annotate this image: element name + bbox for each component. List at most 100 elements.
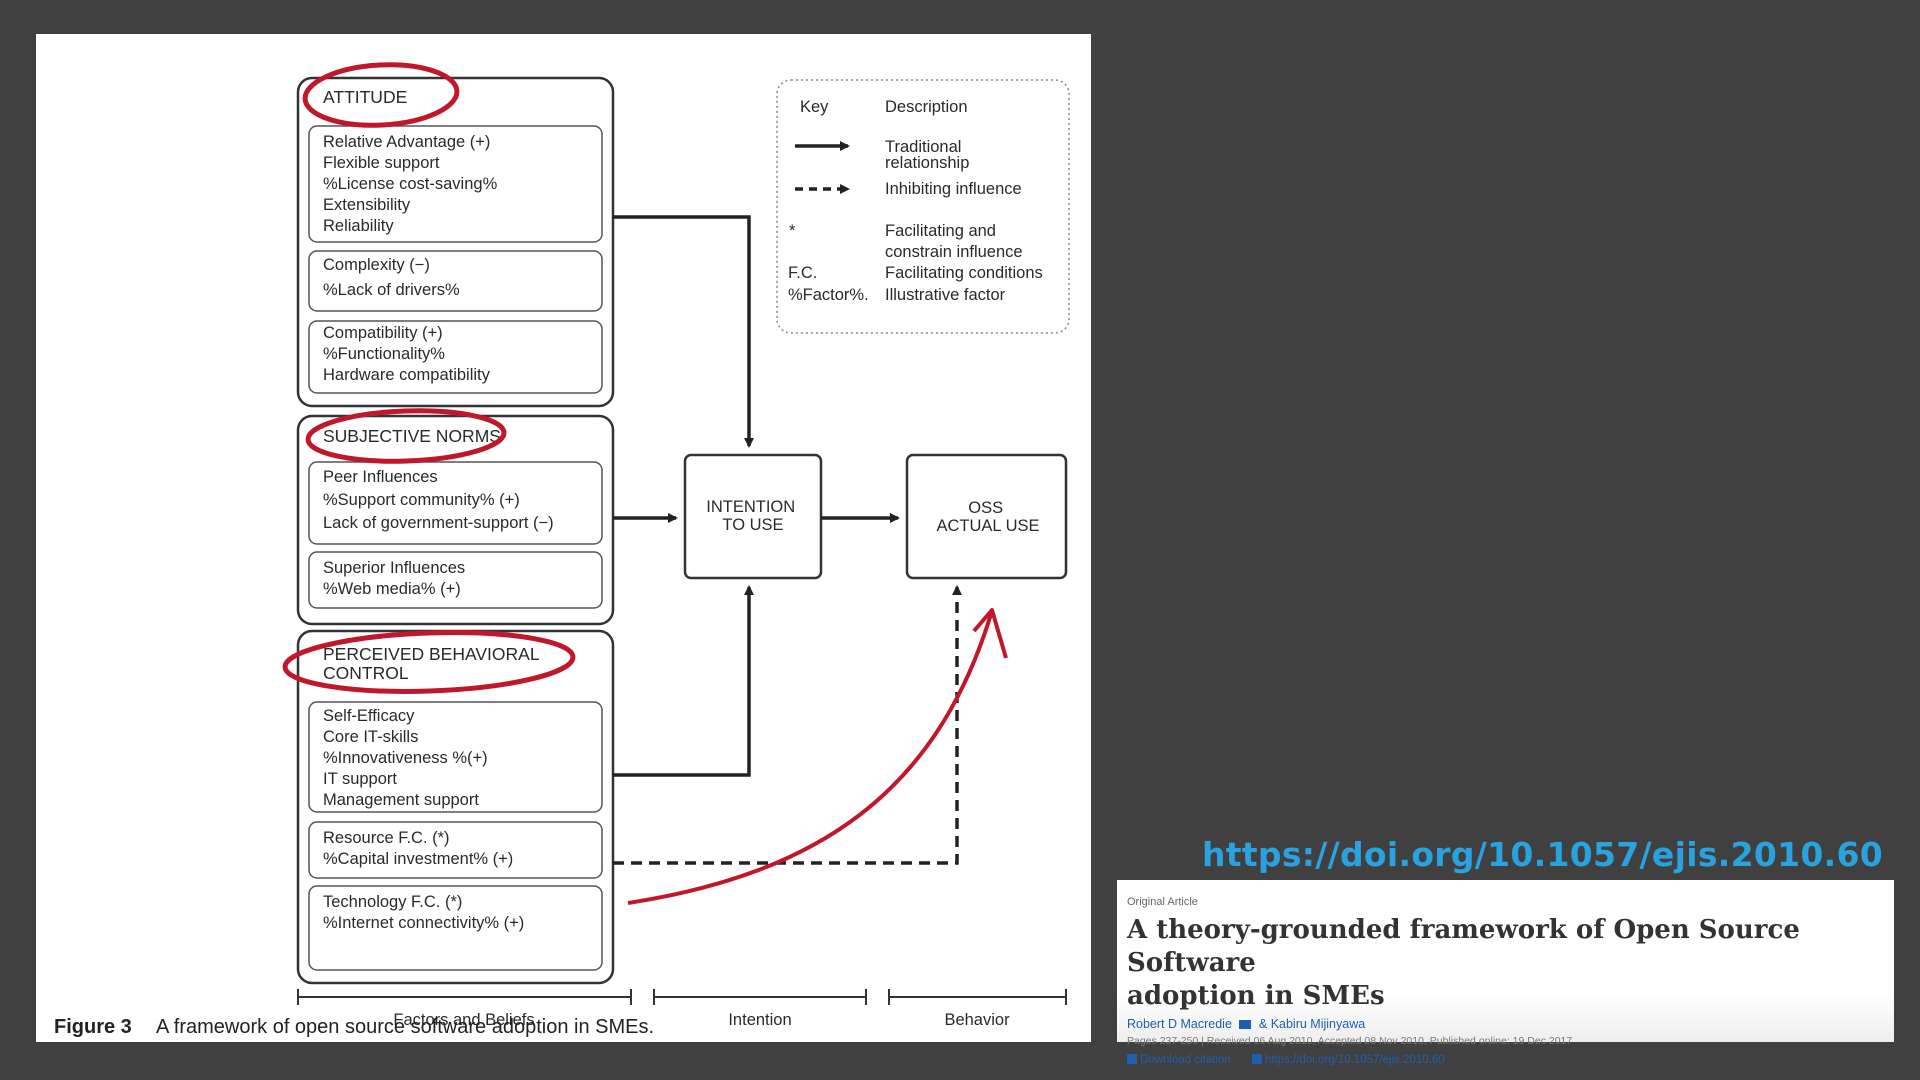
norms-item: %Support community% (+) bbox=[323, 491, 520, 509]
key-factor-symbol: %Factor%. bbox=[788, 286, 869, 304]
attitude-group-2-text: Complexity (−) %Lack of drivers% bbox=[323, 256, 460, 299]
article-meta: Pages 237-250 | Received 06 Aug 2010, Ac… bbox=[1127, 1035, 1573, 1047]
norms-item: Superior Influences bbox=[323, 559, 465, 577]
attitude-item: %License cost-saving% bbox=[323, 175, 498, 193]
red-curve-arrow bbox=[627, 613, 993, 905]
pbc-group-1-text: Self-Efficacy Core IT-skills %Innovative… bbox=[323, 707, 492, 809]
key-star-line: constrain influence bbox=[885, 243, 1023, 261]
pbc-highlight bbox=[282, 630, 576, 694]
pbc-group-2-text: Resource F.C. (*) %Capital investment% (… bbox=[323, 829, 513, 868]
pbc-arrow bbox=[613, 585, 754, 777]
article-type: Original Article bbox=[1127, 896, 1198, 908]
axis-behavior-bracket bbox=[888, 989, 1067, 1005]
article-title: A theory-grounded framework of Open Sour… bbox=[1127, 914, 1884, 1013]
pbc-title-line: PERCEIVED BEHAVIORAL bbox=[323, 644, 540, 664]
norms-group-2-text: Superior Influences %Web media% (+) bbox=[323, 559, 470, 598]
key-inhibiting-text: Inhibiting influence bbox=[885, 180, 1022, 198]
pbc-item: %Capital investment% (+) bbox=[323, 850, 513, 868]
norms-item: Peer Influences bbox=[323, 468, 438, 486]
mail-icon[interactable] bbox=[1239, 1020, 1252, 1029]
download-citation-link[interactable]: Download citation bbox=[1127, 1054, 1231, 1066]
key-factor-text: Illustrative factor bbox=[885, 286, 1006, 304]
key-traditional-line: Traditional bbox=[885, 138, 961, 156]
norms-item: %Web media% (+) bbox=[323, 580, 461, 598]
article-doi-label: https://doi.org/10.1057/ejis.2010.60 bbox=[1264, 1054, 1445, 1066]
attitude-item: %Functionality% bbox=[323, 345, 445, 363]
intention-label: INTENTION TO USE bbox=[706, 498, 800, 534]
norms-box bbox=[296, 414, 615, 626]
pbc-item: Self-Efficacy bbox=[323, 707, 415, 725]
key-traditional-text: Traditional relationship bbox=[885, 138, 969, 172]
axis-factors-label: Factors and Beliefs bbox=[393, 1011, 534, 1029]
norms-group-1 bbox=[308, 461, 603, 545]
key-fc-text: Facilitating conditions bbox=[885, 264, 1043, 282]
actual-use-label: OSS ACTUAL USE bbox=[937, 499, 1040, 535]
attitude-group-1 bbox=[308, 125, 603, 243]
article-card: Original Article A theory-grounded frame… bbox=[1117, 880, 1894, 1066]
key-traditional-line: relationship bbox=[885, 154, 969, 172]
doi-link[interactable]: https://doi.org/10.1057/ejis.2010.60 bbox=[1201, 835, 1883, 874]
key-star-symbol: * bbox=[789, 222, 796, 240]
quote-icon bbox=[1127, 1054, 1137, 1064]
author-separator: & bbox=[1258, 1017, 1271, 1031]
attitude-item: Complexity (−) bbox=[323, 256, 430, 274]
article-title-line: adoption in SMEs bbox=[1127, 981, 1385, 1011]
norms-group-1-text: Peer Influences %Support community% (+) … bbox=[323, 468, 554, 532]
actual-use-label-line: OSS bbox=[968, 499, 1003, 517]
actual-use-box bbox=[905, 453, 1068, 580]
attitude-item: %Lack of drivers% bbox=[323, 281, 460, 299]
figure-panel: ATTITUDE Relative Advantage (+) Flexible… bbox=[36, 34, 1091, 1042]
axis-factors-bracket bbox=[297, 989, 632, 1005]
article-doi-link[interactable]: https://doi.org/10.1057/ejis.2010.60 bbox=[1251, 1054, 1445, 1066]
norms-highlight bbox=[305, 408, 507, 464]
author-link[interactable]: Kabiru Mijinyawa bbox=[1270, 1017, 1366, 1031]
pbc-item: Management support bbox=[323, 791, 479, 809]
key-col-label: Key bbox=[800, 98, 829, 116]
pbc-item: Technology F.C. (*) bbox=[323, 893, 462, 911]
attitude-group-3-text: Compatibility (+) %Functionality% Hardwa… bbox=[323, 324, 491, 384]
attitude-group-2 bbox=[308, 250, 603, 312]
pbc-group-1 bbox=[308, 701, 603, 813]
key-fc-symbol: F.C. bbox=[788, 264, 817, 282]
red-arrow-tip bbox=[972, 608, 1008, 659]
pbc-item: %Internet connectivity% (+) bbox=[323, 914, 524, 932]
attitude-item: Relative Advantage (+) bbox=[323, 133, 490, 151]
norms-item: Lack of government-support (−) bbox=[323, 514, 554, 532]
article-title-line: A theory-grounded framework of Open Sour… bbox=[1127, 915, 1800, 978]
pbc-group-3 bbox=[308, 885, 603, 971]
axis-intention-bracket bbox=[653, 989, 867, 1005]
figure-caption-label: Figure 3 bbox=[54, 1016, 132, 1038]
actual-use-label-line: ACTUAL USE bbox=[937, 517, 1040, 535]
intention-label-line: TO USE bbox=[722, 516, 783, 534]
attitude-item: Extensibility bbox=[323, 196, 411, 214]
attitude-title: ATTITUDE bbox=[323, 87, 407, 107]
attitude-box bbox=[296, 76, 615, 408]
figure-caption-text: A framework of open source software adop… bbox=[156, 1016, 654, 1038]
pbc-item: Resource F.C. (*) bbox=[323, 829, 450, 847]
attitude-item: Compatibility (+) bbox=[323, 324, 443, 342]
author-link[interactable]: Robert D Macredie bbox=[1127, 1017, 1232, 1031]
norms-group-2 bbox=[308, 551, 603, 609]
attitude-group-3 bbox=[308, 320, 603, 394]
pbc-group-3-text: Technology F.C. (*) %Internet connectivi… bbox=[323, 893, 524, 932]
pbc-item: Core IT-skills bbox=[323, 728, 418, 746]
attitude-group-1-text: Relative Advantage (+) Flexible support … bbox=[323, 133, 502, 235]
article-links: Download citation https://doi.org/10.105… bbox=[1127, 1054, 1884, 1066]
authors: Robert D Macredie & Kabiru Mijinyawa bbox=[1127, 1017, 1884, 1031]
external-link-icon bbox=[1251, 1054, 1262, 1064]
attitude-highlight bbox=[302, 62, 460, 128]
axis-intention-label: Intention bbox=[728, 1011, 791, 1029]
pbc-title: PERCEIVED BEHAVIORAL CONTROL bbox=[323, 644, 544, 683]
attitude-item: Hardware compatibility bbox=[323, 366, 491, 384]
intention-label-line: INTENTION bbox=[706, 498, 795, 516]
inhibiting-arrow bbox=[613, 585, 962, 865]
key-star-text: Facilitating and constrain influence bbox=[885, 222, 1023, 261]
pbc-group-2 bbox=[308, 821, 603, 879]
pbc-item: IT support bbox=[323, 770, 397, 788]
framework-diagram: ATTITUDE Relative Advantage (+) Flexible… bbox=[54, 62, 1070, 1038]
key-box bbox=[776, 79, 1070, 334]
download-citation-label: Download citation bbox=[1140, 1054, 1231, 1066]
key-star-line: Facilitating and bbox=[885, 222, 996, 240]
norms-title: SUBJECTIVE NORMS bbox=[323, 426, 501, 446]
attitude-arrow bbox=[613, 215, 754, 448]
